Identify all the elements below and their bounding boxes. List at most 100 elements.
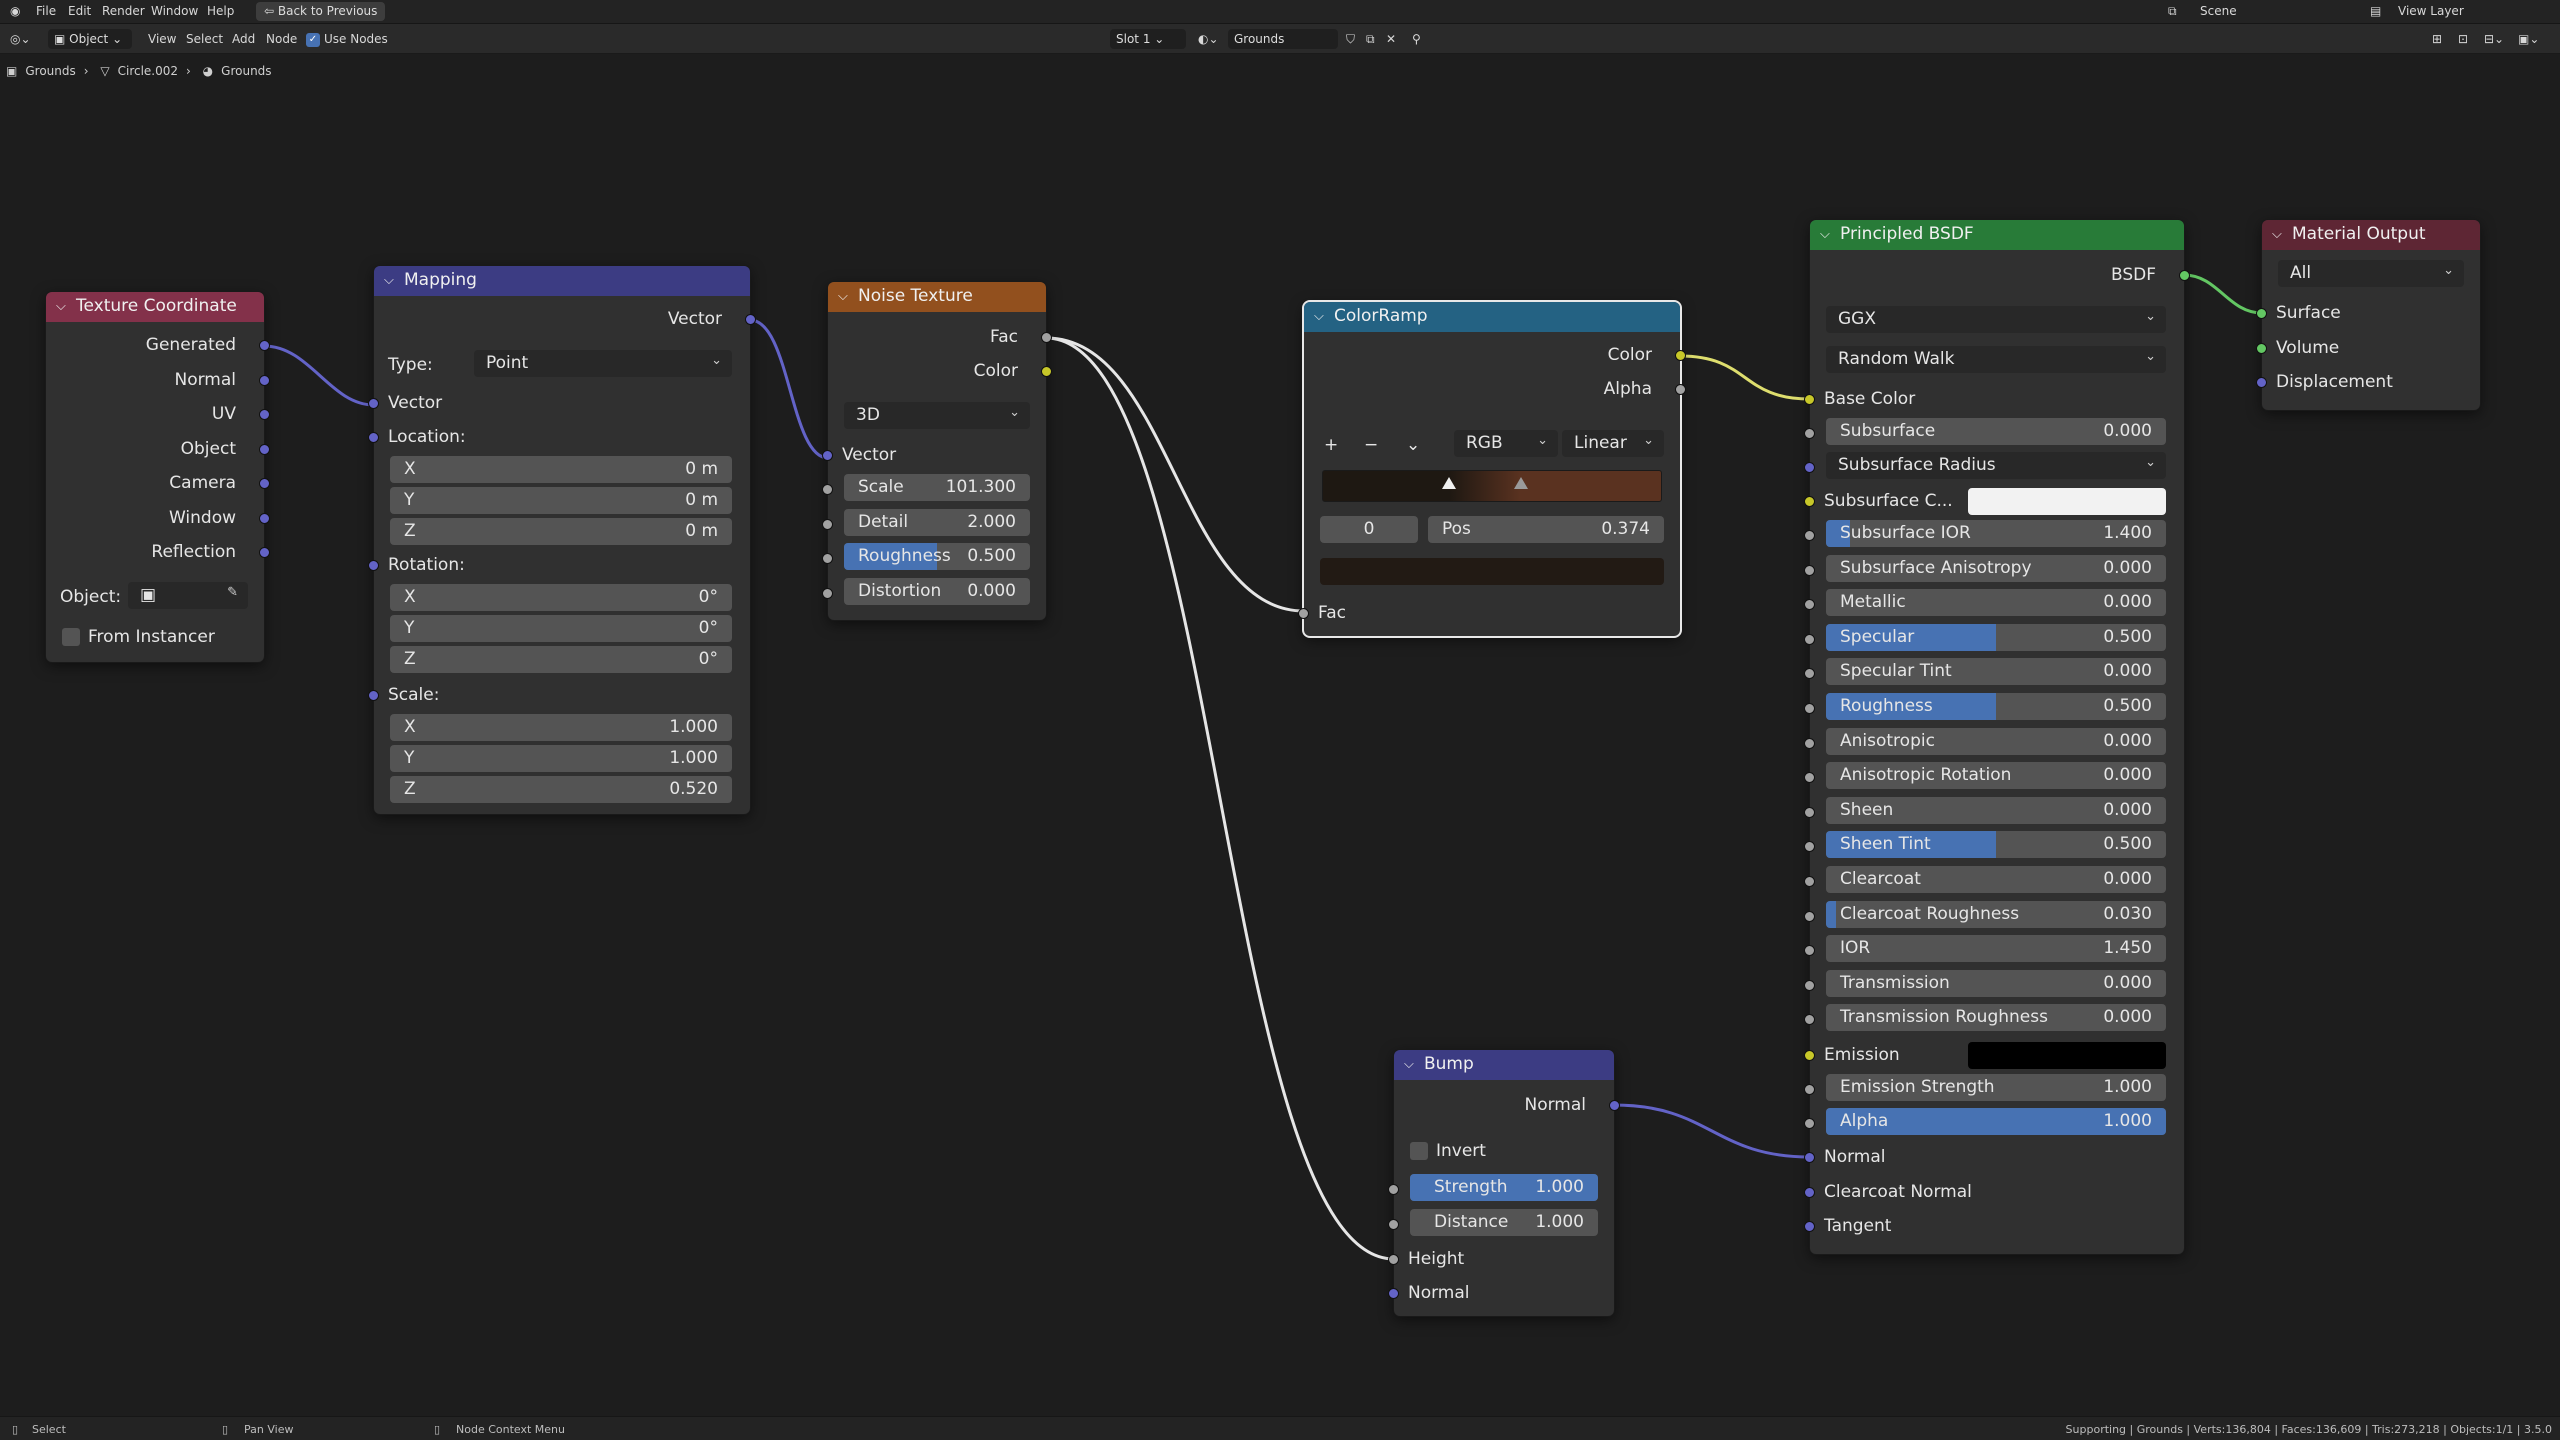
dimensions-dropdown[interactable]: 3D⌄ [844,402,1030,429]
input-socket[interactable] [368,560,379,571]
output-socket[interactable] [1041,332,1052,343]
input-socket[interactable] [1804,462,1815,473]
output-socket[interactable] [1675,350,1686,361]
fake-user-icon[interactable]: ⛉ [1346,32,1356,46]
menu-view[interactable]: View [148,32,177,46]
interpolation-dropdown[interactable]: Linear⌄ [1562,430,1664,457]
unlink-material-icon[interactable]: ✕ [1386,32,1397,46]
chevron-down-icon[interactable]: ⌵ [1820,227,1830,242]
menu-window[interactable]: Window [151,4,199,18]
input-socket[interactable] [1804,737,1815,749]
object-picker[interactable]: ▣✎ [128,582,248,609]
input-socket[interactable] [1804,1186,1815,1198]
ramp-stop-handle[interactable] [1442,477,1457,489]
menu-node[interactable]: Node [266,32,298,46]
node-header[interactable]: ⌵Principled BSDF [1810,220,2184,250]
subsurface-method-dropdown[interactable]: Random Walk⌄ [1826,346,2166,373]
input-socket[interactable] [1804,1084,1815,1095]
node-principled-bsdf[interactable]: ⌵Principled BSDF BSDF GGX⌄ Random Walk⌄ … [1804,220,2190,1254]
eyedropper-icon[interactable]: ✎ [227,585,238,600]
output-socket[interactable] [1041,366,1052,377]
input-socket[interactable] [822,450,833,461]
output-socket[interactable] [259,547,270,558]
view-layer-icon[interactable]: ▤ [2370,4,2382,18]
distribution-dropdown[interactable]: GGX⌄ [1826,306,2166,333]
input-socket[interactable] [1804,394,1815,405]
blender-logo-icon[interactable]: ◉ [10,4,21,18]
back-to-previous-button[interactable]: ⇦ Back to Previous [256,2,386,21]
input-socket[interactable] [1804,876,1815,887]
menu-edit[interactable]: Edit [68,4,92,18]
output-socket[interactable] [259,340,270,351]
material-name-field[interactable]: Grounds [1228,29,1338,49]
emission-color-swatch[interactable] [1968,1042,2166,1069]
input-socket[interactable] [1804,841,1815,853]
invert-checkbox[interactable] [1410,1142,1428,1160]
input-socket[interactable] [1804,1118,1815,1129]
add-stop-button[interactable]: + [1324,435,1339,455]
input-socket[interactable] [1804,772,1815,784]
input-socket[interactable] [2256,308,2267,319]
output-socket[interactable] [259,512,270,524]
node-header[interactable]: ⌵ColorRamp [1304,302,1680,332]
input-socket[interactable] [1804,1050,1815,1061]
input-socket[interactable] [1804,599,1815,611]
overlay-icon[interactable]: ⊟⌄ [2484,32,2505,46]
type-dropdown[interactable]: Point⌄ [474,350,732,377]
input-socket[interactable] [822,587,833,599]
sidebar-toggle-icon[interactable]: ▣⌄ [2518,32,2540,46]
output-socket[interactable] [259,374,270,386]
target-dropdown[interactable]: All⌄ [2278,260,2464,287]
node-header[interactable]: ⌵Noise Texture [828,282,1046,312]
chevron-down-icon[interactable]: ⌵ [1314,309,1324,324]
chevron-down-icon[interactable]: ⌵ [56,299,66,314]
menu-select[interactable]: Select [186,32,224,46]
editor-type-icon[interactable]: ◎⌄ [10,32,31,46]
output-socket[interactable] [259,478,270,489]
node-header[interactable]: ⌵Bump [1394,1050,1614,1080]
material-browse-icon[interactable]: ◐⌄ [1198,32,1219,46]
ramp-menu-button[interactable]: ⌄ [1406,435,1421,455]
output-socket[interactable] [745,314,756,325]
input-socket[interactable] [1388,1184,1399,1195]
input-socket[interactable] [1804,530,1815,541]
scene-icon[interactable]: ⧉ [2168,4,2177,18]
output-socket[interactable] [1675,384,1686,395]
chevron-down-icon[interactable]: ⌵ [384,273,394,288]
input-socket[interactable] [1804,703,1815,714]
output-socket[interactable] [259,443,270,455]
input-socket[interactable] [1804,1221,1815,1232]
duplicate-material-icon[interactable]: ⧉ [1366,32,1375,46]
node-header[interactable]: ⌵Texture Coordinate [46,292,264,322]
node-header[interactable]: ⌵Mapping [374,266,750,296]
input-socket[interactable] [1388,1218,1399,1230]
color-mode-dropdown[interactable]: RGB⌄ [1454,430,1558,457]
slot-select[interactable]: Slot 1 ⌄ [1110,29,1186,49]
snap-icon[interactable]: ⊡ [2458,32,2469,46]
mode-select[interactable]: ▣ Object ⌄ [48,29,132,49]
input-socket[interactable] [1388,1254,1399,1265]
